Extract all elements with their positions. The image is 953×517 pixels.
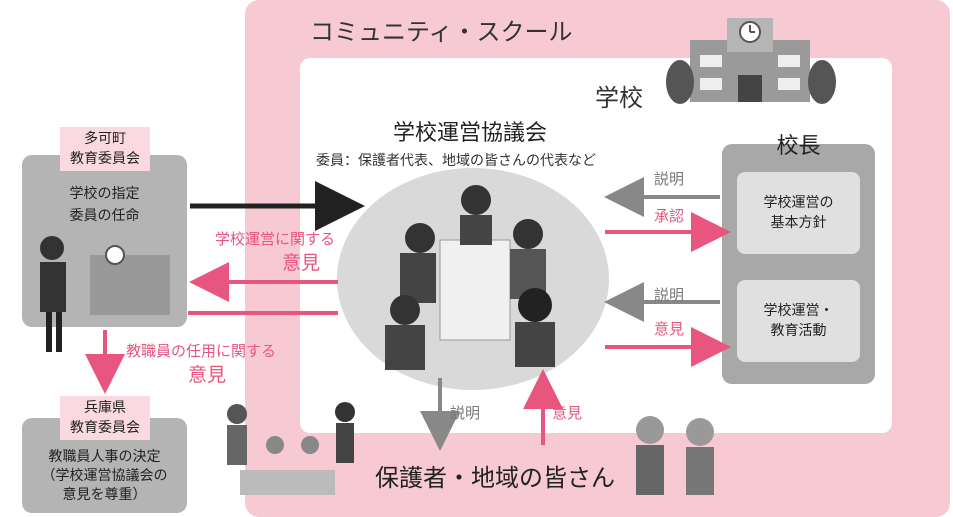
opinion-school-label-1: 学校運営に関する (215, 230, 336, 248)
opinion-school-label-2: 意見 (282, 252, 321, 274)
council-title: 学校運営協議会 (393, 121, 548, 146)
approve-label: 承認 (654, 207, 685, 225)
explain-top-label: 説明 (654, 170, 685, 188)
community-label: 保護者・地域の皆さん (375, 464, 615, 492)
community-school-title: コミュニティ・スクール (310, 18, 573, 46)
town-board-text: 学校の指定 委員の任命 (69, 186, 140, 224)
official-man-icon (40, 236, 170, 352)
school-label: 学校 (595, 84, 643, 112)
town-board-label: 多可町 教育委員会 (60, 127, 150, 171)
meeting-people-illustration (385, 185, 555, 370)
opinion-staff-label-2: 意見 (188, 364, 227, 386)
school-building-icon (666, 18, 836, 104)
council-members: 委員：保護者代表、地域の皆さんの代表など (316, 153, 596, 169)
principal-title: 校長 (776, 134, 821, 159)
policy-box: 学校運営の 基本方針 (737, 172, 860, 254)
opinion-staff-label-1: 教職員の任用に関する (126, 342, 277, 360)
activities-box: 学校運営・ 教育活動 (737, 280, 860, 362)
explain-down-label: 説明 (450, 404, 481, 422)
pref-board-text: 教職員人事の決定 （学校運営協議会の 意見を尊重） (41, 449, 168, 503)
opinion-up-label: 意見 (552, 404, 583, 422)
pref-board-label: 兵庫県 教育委員会 (60, 396, 150, 440)
community-people-illustration (227, 402, 714, 495)
explain-mid-label: 説明 (654, 286, 685, 304)
opinion-right-label: 意見 (654, 320, 685, 338)
